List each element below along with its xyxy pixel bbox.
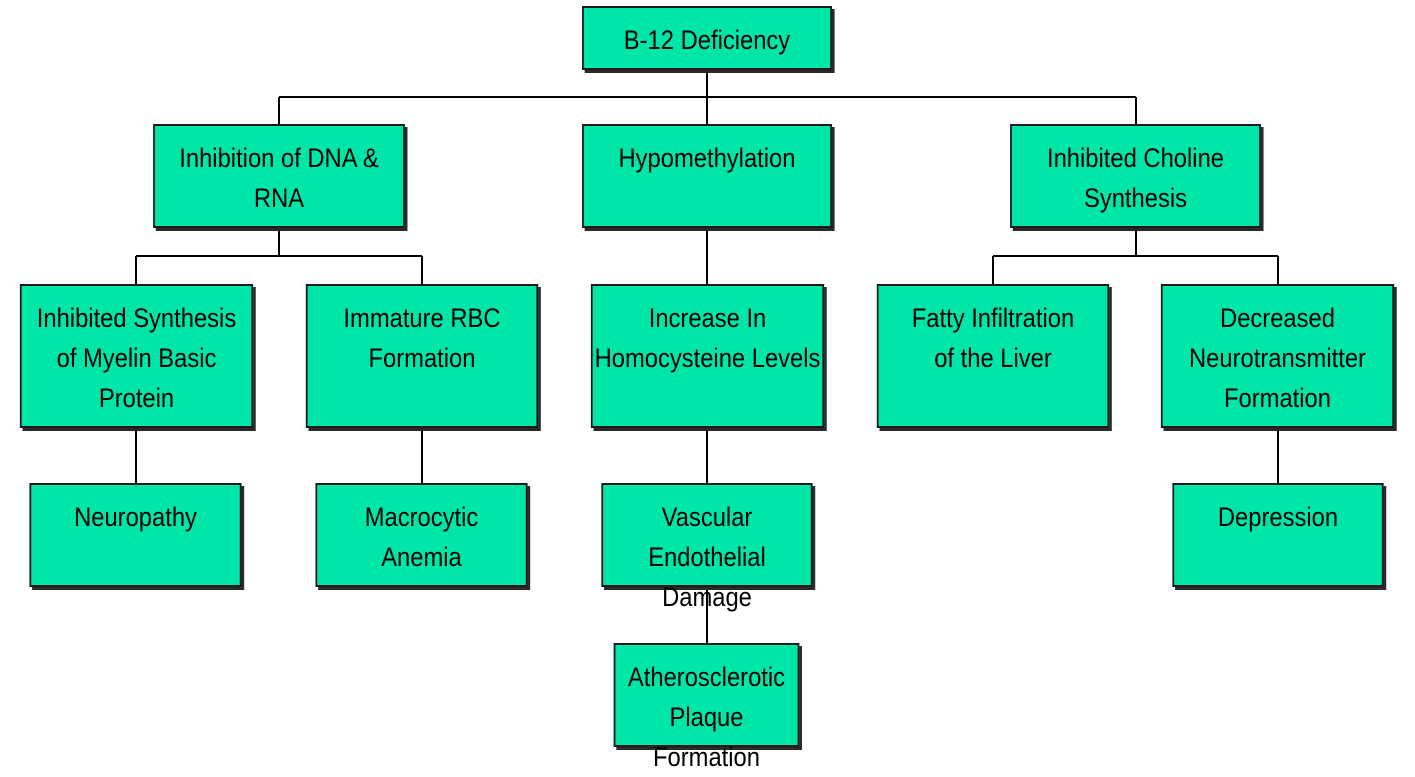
node-decreased-neurotransmitter: Decreased Neurotransmitter Formation (1160, 284, 1395, 428)
node-label: Inhibition of DNA & RNA (179, 143, 379, 213)
node-label: B-12 Deficiency (623, 25, 791, 55)
node-label: Hypomethylation (618, 143, 796, 173)
flowchart-canvas: B-12 Deficiency Inhibition of DNA & RNA … (19, 6, 1395, 772)
node-label: Increase In Homocysteine Levels (594, 303, 821, 373)
node-hypomethylation: Hypomethylation (582, 124, 832, 228)
node-inhibited-choline-synthesis: Inhibited Choline Synthesis (1010, 124, 1261, 228)
node-inhibited-myelin-synthesis: Inhibited Synthesis of Myelin Basic Prot… (19, 284, 254, 428)
node-label: Fatty Infiltration of the Liver (911, 303, 1075, 373)
node-vascular-endothelial-damage: Vascular Endothelial Damage (601, 483, 813, 612)
node-fatty-infiltration-liver: Fatty Infiltration of the Liver (876, 284, 1110, 428)
node-label: Inhibited Synthesis of Myelin Basic Prot… (36, 303, 237, 413)
node-immature-rbc-formation: Immature RBC Formation (305, 284, 539, 428)
node-depression: Depression (1172, 483, 1384, 587)
node-b12-deficiency: B-12 Deficiency (582, 6, 832, 70)
node-atherosclerotic-plaque: Atherosclerotic Plaque Formation (613, 643, 800, 772)
node-increase-homocysteine: Increase In Homocysteine Levels (590, 284, 825, 428)
node-label: Inhibited Choline Synthesis (1046, 143, 1225, 213)
connector-lines (135, 70, 1279, 643)
node-label: Decreased Neurotransmitter Formation (1189, 303, 1366, 413)
node-label: Immature RBC Formation (343, 303, 501, 373)
node-macrocytic-anemia: Macrocytic Anemia (315, 483, 528, 587)
node-neuropathy: Neuropathy (29, 483, 242, 587)
node-label: Macrocytic Anemia (364, 502, 479, 572)
node-label: Atherosclerotic Plaque Formation (627, 662, 786, 772)
node-label: Vascular Endothelial Damage (648, 502, 766, 612)
node-label: Depression (1217, 502, 1339, 532)
node-inhibition-dna-rna: Inhibition of DNA & RNA (153, 124, 405, 228)
node-label: Neuropathy (74, 502, 197, 532)
